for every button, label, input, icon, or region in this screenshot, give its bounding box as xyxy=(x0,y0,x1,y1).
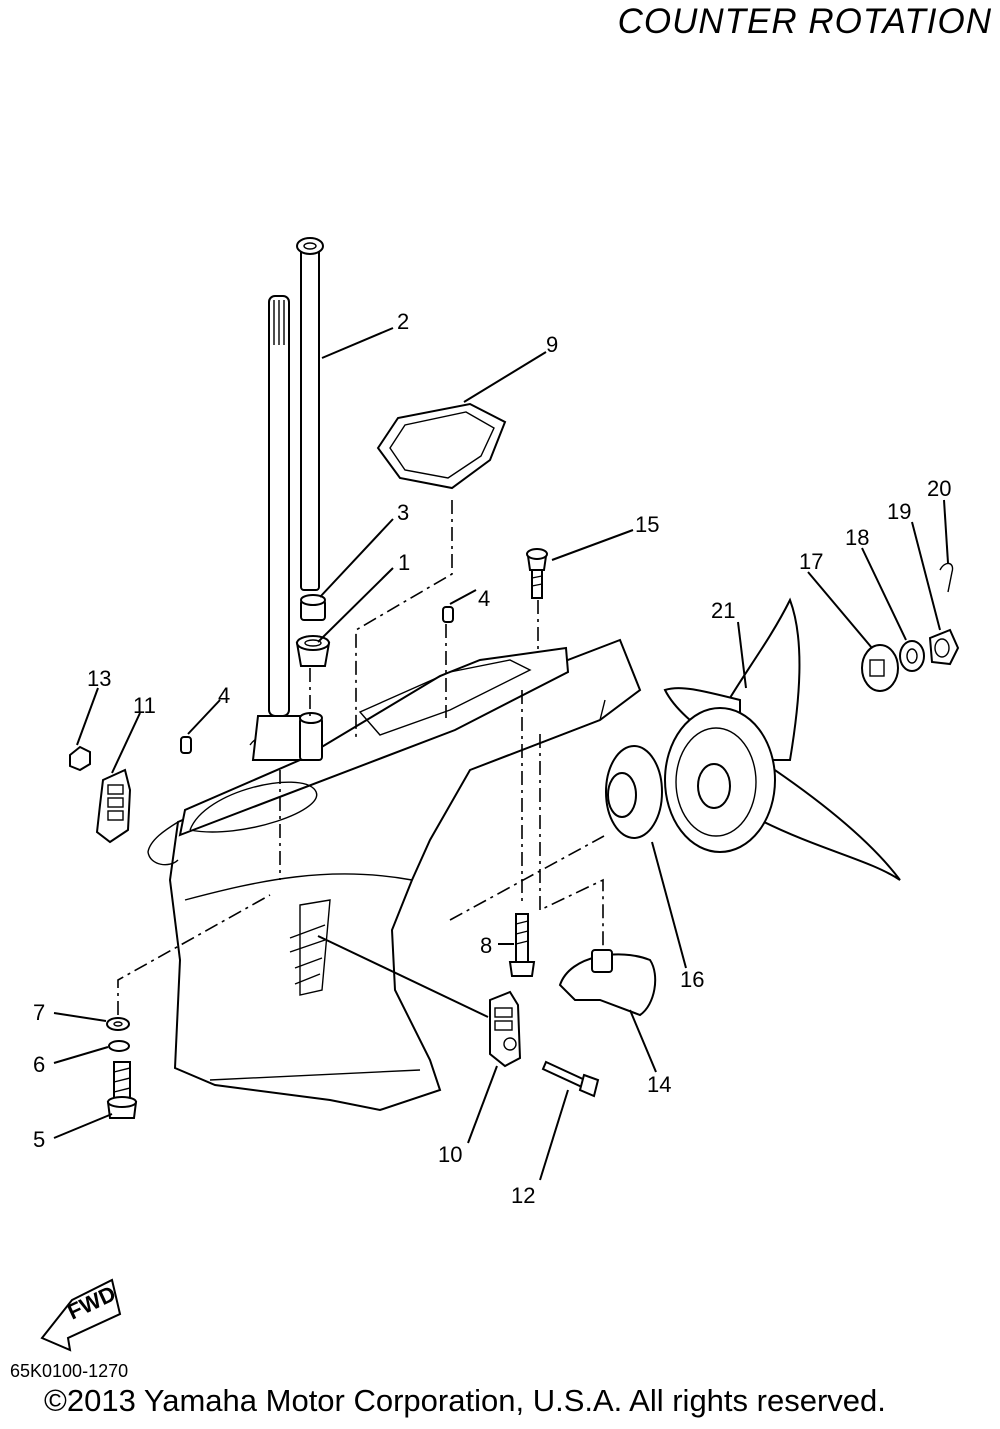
dowel-pin-4a xyxy=(180,736,192,754)
callout-16: 16 xyxy=(680,967,704,992)
spring-washer-6 xyxy=(108,1040,130,1052)
seal-1 xyxy=(295,635,331,667)
lower-casing xyxy=(147,638,642,1112)
callout-1: 1 xyxy=(398,550,410,575)
callout-10: 10 xyxy=(438,1142,462,1167)
thrust-washer-16 xyxy=(605,745,663,839)
callout-2: 2 xyxy=(397,309,409,334)
bolt-15 xyxy=(526,548,548,599)
callout-20: 20 xyxy=(927,476,951,501)
washer-18 xyxy=(899,640,925,672)
callout-4b: 4 xyxy=(218,683,230,708)
dowel-pin-4b xyxy=(442,606,454,623)
cotter-pin-20 xyxy=(939,562,954,593)
callout-7: 7 xyxy=(33,1000,45,1025)
callout-19: 19 xyxy=(887,499,911,524)
copyright-notice: ©2013 Yamaha Motor Corporation, U.S.A. A… xyxy=(44,1383,886,1418)
callout-13: 13 xyxy=(87,666,111,691)
callout-21: 21 xyxy=(711,598,735,623)
callout-11: 11 xyxy=(133,693,156,718)
callout-17: 17 xyxy=(799,549,823,574)
tube-holder xyxy=(299,712,323,761)
washer-7 xyxy=(106,1017,130,1031)
callout-8: 8 xyxy=(480,933,492,958)
drive-shaft xyxy=(251,295,307,761)
callout-4a: 4 xyxy=(478,586,490,611)
bolt-5 xyxy=(106,1061,138,1119)
grommet-3 xyxy=(300,594,326,621)
catalog-number: 65K0100-1270 xyxy=(10,1361,129,1381)
callout-9: 9 xyxy=(546,332,558,357)
nut-19 xyxy=(928,628,960,666)
leader-lines xyxy=(53,327,949,1181)
spacer-17 xyxy=(861,644,899,692)
callout-12: 12 xyxy=(511,1183,535,1208)
callout-numbers: 1 2 3 4 4 5 6 7 8 9 10 11 12 13 14 15 16… xyxy=(33,309,951,1208)
callout-14: 14 xyxy=(647,1072,671,1097)
gasket-9 xyxy=(376,402,507,490)
anode-11 xyxy=(95,768,132,844)
forward-arrow-icon: FWD xyxy=(40,1278,122,1352)
nut-13 xyxy=(69,745,91,772)
callout-6: 6 xyxy=(33,1052,45,1077)
callout-18: 18 xyxy=(845,525,869,550)
water-tube-2 xyxy=(296,237,324,591)
callout-5: 5 xyxy=(33,1127,45,1152)
callout-3: 3 xyxy=(397,500,409,525)
bolt-8 xyxy=(508,913,536,977)
propeller-21 xyxy=(663,597,901,881)
trim-tab-14 xyxy=(558,949,657,1017)
anode-10 xyxy=(489,990,522,1068)
screw-12 xyxy=(541,1060,600,1098)
callout-15: 15 xyxy=(635,512,659,537)
diagram-title: COUNTER ROTATION xyxy=(617,2,992,41)
